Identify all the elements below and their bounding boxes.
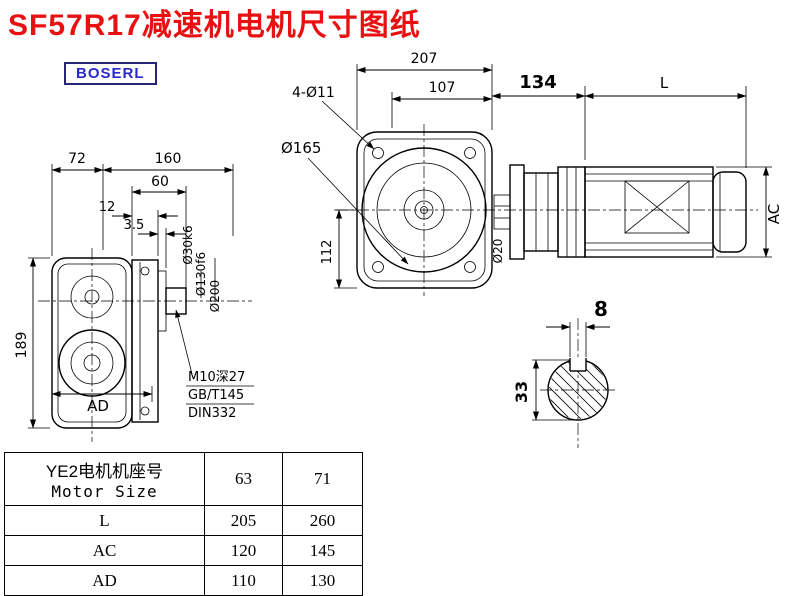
boserl-logo: BOSERL [64, 62, 157, 85]
row-AC-value-71: 145 [282, 535, 363, 566]
flange-dia-label: Ø165 [281, 139, 321, 157]
row-AD-label: AD [4, 565, 205, 596]
table-header-row: YE2电机机座号 Motor Size 63 71 [4, 452, 363, 506]
dim-AD-label: AD [87, 397, 109, 415]
dim-L-label: L [660, 74, 669, 92]
leader-flange-dia: Ø165 [281, 139, 409, 265]
dim-189: 189 [14, 257, 50, 429]
motor-size-en: Motor Size [51, 482, 158, 501]
dim-3-5: 3.5 [124, 218, 186, 268]
dim-160-label: 160 [155, 151, 182, 167]
gearbox-side-view [51, 257, 187, 429]
table-row-AC: AC 120 145 [4, 535, 363, 566]
terminal-box [624, 180, 690, 234]
dim-AC-label: AC [765, 204, 783, 224]
shaft-dia-label: Ø30k6 [181, 225, 195, 264]
labels-shaft-diameters: Ø30k6 Ø130f6 Ø200 [181, 225, 222, 312]
row-L-label: L [4, 505, 205, 536]
fan-cover [712, 171, 747, 253]
motor-size-cn: YE2电机机座号 [45, 462, 164, 481]
dim-189-label: 189 [14, 332, 30, 359]
dim-72-label: 72 [68, 151, 86, 167]
dim-134: 134 [491, 72, 586, 160]
leader-bolt-holes: 4-Ø11 [292, 85, 375, 150]
dim-112: 112 [320, 209, 357, 289]
dim-60: 60 [131, 174, 187, 288]
dim-134-label: 134 [519, 72, 557, 93]
dim-207-label: 207 [411, 51, 438, 67]
note-gb: GB/T145 [188, 388, 244, 403]
row-L-value-71: 260 [282, 505, 363, 536]
motor-side-view [493, 164, 747, 260]
dim-12-label: 12 [99, 200, 116, 215]
note-din: DIN332 [188, 406, 236, 421]
dim-AD: AD [51, 386, 153, 415]
page-title: SF57R17减速机电机尺寸图纸 [8, 9, 421, 42]
dim-AC: AC [716, 166, 783, 258]
technical-drawing: 207 107 134 L 4-Ø11 Ø165 11 [14, 51, 783, 448]
row-L-value-63: 205 [204, 505, 283, 536]
table-row-AD: AD 110 130 [4, 565, 363, 596]
row-AC-value-63: 120 [204, 535, 283, 566]
dim-key-8: 8 [546, 297, 610, 357]
bolt-holes-label: 4-Ø11 [292, 85, 335, 101]
table-row-L: L 205 260 [4, 505, 363, 536]
dim-112-label: 112 [320, 240, 335, 265]
dim-33: 33 [512, 359, 576, 421]
dim-20-label: Ø20 [491, 239, 505, 264]
dim-shaft-20: Ø20 [491, 239, 505, 264]
shaft-section-view [547, 357, 609, 421]
row-AC-label: AC [4, 535, 205, 566]
motor-size-header-cell: YE2电机机座号 Motor Size [4, 452, 205, 506]
keyway-notch [570, 357, 586, 371]
dim-33-label: 33 [512, 381, 531, 403]
dim-3-5-label: 3.5 [124, 218, 145, 233]
motor-size-71: 71 [282, 452, 363, 506]
dim-8-label: 8 [594, 297, 608, 321]
dim-72-160: 72 160 [51, 151, 234, 256]
dim-107-label: 107 [429, 80, 456, 96]
dim-L: L [584, 74, 747, 168]
note-tap: M10深27 [188, 370, 245, 385]
spigot-dia-label: Ø130f6 [194, 252, 208, 296]
motor-size-63: 63 [204, 452, 283, 506]
boserl-logo-text: BOSERL [76, 65, 145, 82]
row-AD-value-63: 110 [204, 565, 283, 596]
gearbox-front-view [356, 131, 493, 289]
row-AD-value-71: 130 [282, 565, 363, 596]
dim-60-label: 60 [151, 174, 169, 190]
dim-207: 207 [356, 51, 493, 130]
tapped-hole-note: M10深27 GB/T145 DIN332 [175, 309, 254, 421]
spec-table: YE2电机机座号 Motor Size 63 71 L 205 260 AC 1… [4, 452, 363, 596]
center-lines [38, 124, 758, 448]
flange-od-label: Ø200 [208, 280, 222, 312]
section-hatching [549, 361, 607, 419]
dim-107: 107 [391, 80, 493, 128]
